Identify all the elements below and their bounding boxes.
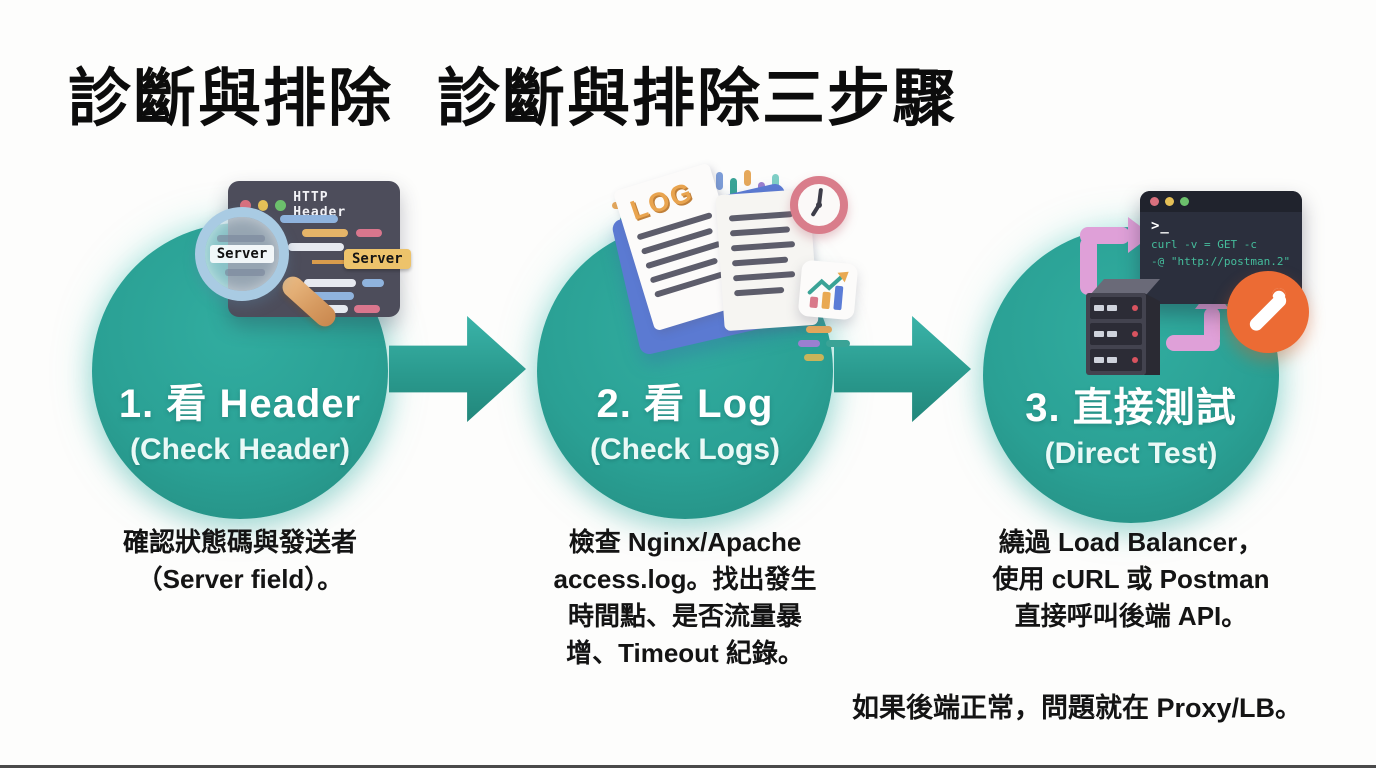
flow-arrow-pink	[1204, 307, 1220, 347]
bottom-border-line	[0, 765, 1376, 768]
code-line	[288, 243, 344, 251]
server-vent	[1107, 357, 1117, 363]
server-vent	[1107, 331, 1117, 337]
clock-icon	[790, 176, 848, 234]
step-3-description: 繞過 Load Balancer， 使用 cURL 或 Postman 直接呼叫…	[968, 524, 1294, 635]
step-2-label: 2. 看 Log	[596, 382, 774, 426]
postman-logo-icon	[1227, 271, 1309, 353]
server-vent	[1094, 331, 1104, 337]
direct-test-illustration: >_ curl -v = GET -c -@ "http://postman.2…	[1040, 183, 1320, 398]
desc-line: （Server field）。	[136, 564, 344, 594]
server-led	[1132, 357, 1138, 363]
log-text-line	[731, 256, 789, 267]
flow-arrow-pink	[1080, 237, 1097, 295]
server-unit	[1090, 323, 1142, 345]
code-line	[356, 229, 382, 237]
glass-code-line	[217, 235, 265, 242]
traffic-light-green-icon	[1180, 197, 1189, 206]
flow-arrow-pink	[1080, 227, 1130, 244]
terminal-titlebar	[1140, 191, 1302, 212]
log-book-illustration: LOG	[598, 162, 868, 375]
step-3-sublabel: (Direct Test)	[1044, 437, 1218, 470]
log-text-line	[728, 211, 794, 222]
code-line	[280, 215, 338, 223]
server-led	[1132, 305, 1138, 311]
page-title-section: 診斷與排除	[68, 64, 393, 134]
deco-dash	[730, 178, 737, 202]
magnified-server-label: Server	[209, 245, 275, 263]
log-text-line	[729, 226, 791, 237]
traffic-light-yellow-icon	[1165, 197, 1174, 206]
traffic-light-red-icon	[240, 199, 251, 211]
step-1-sublabel: (Check Header)	[129, 433, 351, 466]
server-rack-front	[1086, 293, 1146, 375]
magnifier-icon: Server	[195, 207, 289, 301]
badge-connector-line	[312, 260, 346, 264]
server-vent	[1094, 357, 1104, 363]
server-vent	[1107, 305, 1117, 311]
desc-line: 使用 cURL 或 Postman	[992, 564, 1270, 594]
traffic-light-red-icon	[1150, 197, 1159, 206]
code-line	[302, 229, 348, 237]
deco-dash	[804, 354, 824, 361]
desc-line: 增、Timeout 紀錄。	[566, 638, 804, 668]
server-vent	[1094, 305, 1104, 311]
deco-dash	[716, 172, 723, 190]
server-unit	[1090, 297, 1142, 319]
http-header-illustration: HTTP Header Server Server	[195, 175, 411, 375]
terminal-command-line: -@ "http://postman.2"	[1151, 255, 1291, 268]
log-text-line	[730, 241, 796, 252]
postman-pen-glyph	[1247, 291, 1289, 333]
step-1-label: 1. 看 Header	[118, 382, 362, 426]
deco-dash	[806, 326, 832, 333]
deco-dash	[826, 340, 850, 347]
code-line	[354, 305, 380, 313]
desc-line: 繞過 Load Balancer，	[998, 527, 1264, 557]
chart-icon	[797, 259, 859, 321]
glass-code-line	[225, 269, 265, 276]
clock-pin	[816, 202, 822, 208]
chart-graphic	[807, 271, 849, 311]
server-rack-icon	[1086, 279, 1166, 379]
server-rack-top	[1090, 279, 1160, 295]
code-line	[292, 292, 354, 300]
step-1-text: 1. 看 Header (Check Header)	[92, 371, 388, 467]
step-2-text: 2. 看 Log (Check Logs)	[537, 371, 833, 467]
server-led	[1132, 331, 1138, 337]
traffic-light-yellow-icon	[257, 199, 269, 211]
conclusion-note: 如果後端正常，問題就在 Proxy/LB。	[852, 693, 1303, 723]
deco-dash	[772, 174, 779, 190]
log-text-line	[734, 286, 785, 297]
step-3-text: 3. 直接測試 (Direct Test)	[983, 375, 1279, 471]
step-3-label: 3. 直接測試	[1025, 386, 1237, 430]
desc-line: access.log。找出發生	[553, 564, 817, 594]
server-rack-side	[1144, 293, 1160, 375]
code-line	[304, 279, 356, 287]
terminal-body: >_ curl -v = GET -c -@ "http://postman.2…	[1140, 212, 1302, 274]
server-unit	[1090, 349, 1142, 371]
step-2-description: 檢查 Nginx/Apache access.log。找出發生 時間點、是否流量…	[522, 524, 848, 672]
deco-dash	[798, 340, 820, 347]
traffic-light-green-icon	[275, 199, 287, 211]
desc-line: 時間點、是否流量暴	[567, 601, 802, 631]
terminal-prompt: >_	[1151, 218, 1170, 234]
code-line	[362, 279, 384, 287]
page-title-subject: 診斷與排除三步驟	[437, 64, 957, 134]
step-1-description: 確認狀態碼與發送者 （Server field）。	[77, 524, 403, 598]
desc-line: 直接呼叫後端 API。	[1014, 601, 1248, 631]
log-text-line	[732, 271, 796, 282]
desc-line: 確認狀態碼與發送者	[122, 527, 357, 557]
deco-dash	[744, 170, 751, 186]
step-2-sublabel: (Check Logs)	[589, 433, 781, 466]
desc-line: 檢查 Nginx/Apache	[568, 527, 802, 557]
page-title: 診斷與排除 診斷與排除三步驟	[68, 48, 957, 139]
server-header-badge: Server	[344, 249, 411, 269]
terminal-command-line: curl -v = GET -c	[1151, 238, 1257, 251]
